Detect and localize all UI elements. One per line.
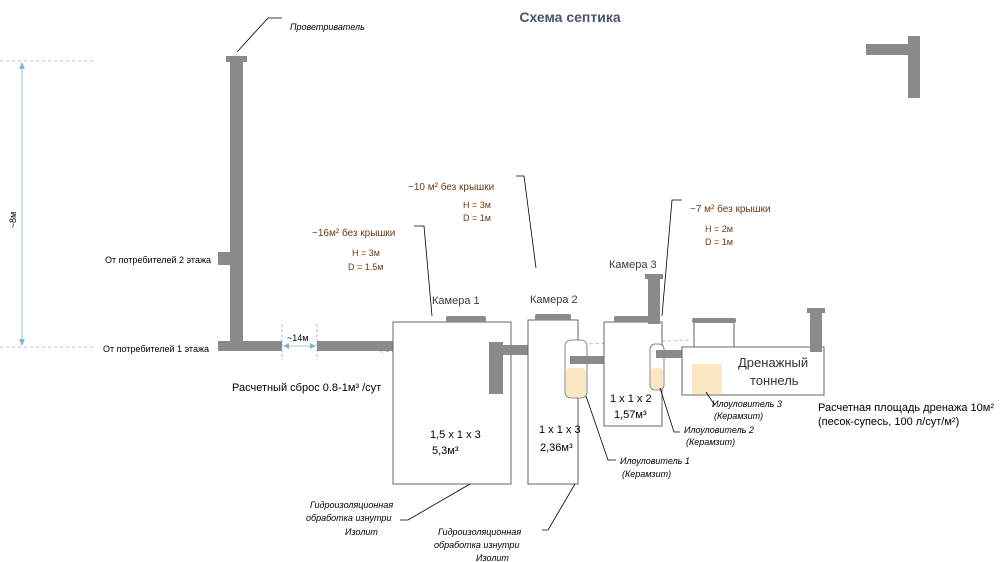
chamber-2-leader: [516, 175, 537, 269]
sludge-1-leader: [585, 395, 616, 461]
distance-label: ~14м: [287, 333, 308, 343]
chamber-3-diameter: D = 1м: [705, 237, 733, 247]
waterproof-1-leader: [400, 483, 471, 521]
floor1-label: От потребителей 1 этажа: [103, 344, 209, 354]
sludge-1-label: Илоуловитель 1: [620, 456, 690, 466]
waterproof-2-b: обработка изнутри: [434, 540, 519, 550]
sludge-3-label: Илоуловитель 3: [712, 399, 782, 409]
chamber-1-lid: [446, 316, 486, 322]
vent-label: Проветриватель: [290, 22, 365, 32]
floor2-label: От потребителей 2 этажа: [105, 255, 211, 265]
height-arrow-up-icon: [19, 62, 25, 69]
sludge-trap-3-fill: [692, 364, 722, 394]
chamber-3-label: Камера 3: [609, 259, 657, 271]
chamber-3-volume: 1,57м³: [614, 409, 647, 421]
dist-arrow-right-icon: [310, 343, 316, 349]
dist-arrow-left-icon: [283, 343, 289, 349]
sludge-3-leader: [705, 391, 716, 405]
chamber-1-diameter: D = 1.5м: [348, 262, 383, 272]
waterproof-1-b: обработка изнутри: [306, 513, 391, 523]
waterproof-2-c: Изолит: [476, 553, 509, 562]
main-pipe: [317, 341, 403, 351]
drain-tunnel-label-1: Дренажный: [738, 355, 808, 370]
chamber-1-dims: 1,5 х 1 х 3: [430, 429, 481, 441]
discharge-label: Расчетный сброс 0.8-1м³ /сут: [232, 382, 381, 394]
sludge-2-leader: [659, 387, 680, 433]
pipe-3-drain: [656, 350, 688, 358]
drain-vent-cap: [807, 308, 825, 313]
chamber-3-vent-cap: [645, 274, 663, 279]
drain-vent: [810, 310, 822, 352]
diagram-title: Схема септика: [519, 9, 620, 25]
waterproof-2-leader: [542, 483, 576, 531]
chamber-3-dims: 1 х 1 х 2: [610, 393, 652, 405]
chamber-2-area: ~10 м² без крышки: [408, 181, 494, 193]
chamber-3-leader: [661, 199, 682, 317]
sludge-trap-1-fill: [566, 368, 586, 397]
drain-riser-box: [693, 321, 735, 348]
sludge-2-sub: (Керамзит): [686, 437, 735, 447]
drain-lid: [692, 318, 736, 323]
chamber-2-label: Камера 2: [530, 294, 578, 306]
waterproof-1-a: Гидроизоляционная: [310, 500, 393, 510]
sludge-1-sub: (Керамзит): [622, 469, 671, 479]
chamber-2-height: H = 3м: [463, 200, 491, 210]
vent-leader: [236, 17, 282, 53]
chamber-1-label: Камера 1: [432, 295, 480, 307]
chamber-1-area: ~16м² без крышки: [312, 227, 395, 239]
vent-riser: [218, 56, 282, 351]
chamber-1-leader: [414, 225, 433, 317]
drain-tunnel-label-2: тоннель: [750, 373, 799, 388]
chamber-2-lid: [535, 314, 571, 320]
chamber-3-height: H = 2м: [705, 224, 733, 234]
chamber-2-diameter: D = 1м: [463, 213, 491, 223]
drain-area-label: Расчетная площадь дренажа 10м²: [818, 402, 994, 414]
pipe-corner-shape: [866, 36, 920, 98]
chamber-2-volume: 2,36м³: [540, 442, 573, 454]
chamber-1-height: H = 3м: [352, 248, 380, 258]
pipe-2-3: [570, 356, 604, 364]
sludge-trap-2-fill: [651, 368, 663, 389]
drain-soil-label: (песок-супесь, 100 л/сут/м²): [818, 416, 959, 428]
waterproof-2-a: Гидроизоляционная: [438, 527, 521, 537]
chamber-3-vent: [648, 276, 660, 324]
chamber-1-volume: 5,3м³: [432, 445, 459, 457]
waterproof-1-c: Изолит: [345, 527, 378, 537]
height-arrow-down-icon: [19, 339, 25, 346]
height-label: ~8м: [8, 212, 18, 228]
chamber-2-dims: 1 х 1 х 3: [539, 424, 581, 436]
sludge-3-sub: (Керамзит): [714, 411, 763, 421]
chamber-3-lid: [614, 316, 650, 322]
chamber-3-area: ~7 м² без крышки: [690, 203, 771, 215]
sludge-2-label: Илоуловитель 2: [684, 425, 754, 435]
